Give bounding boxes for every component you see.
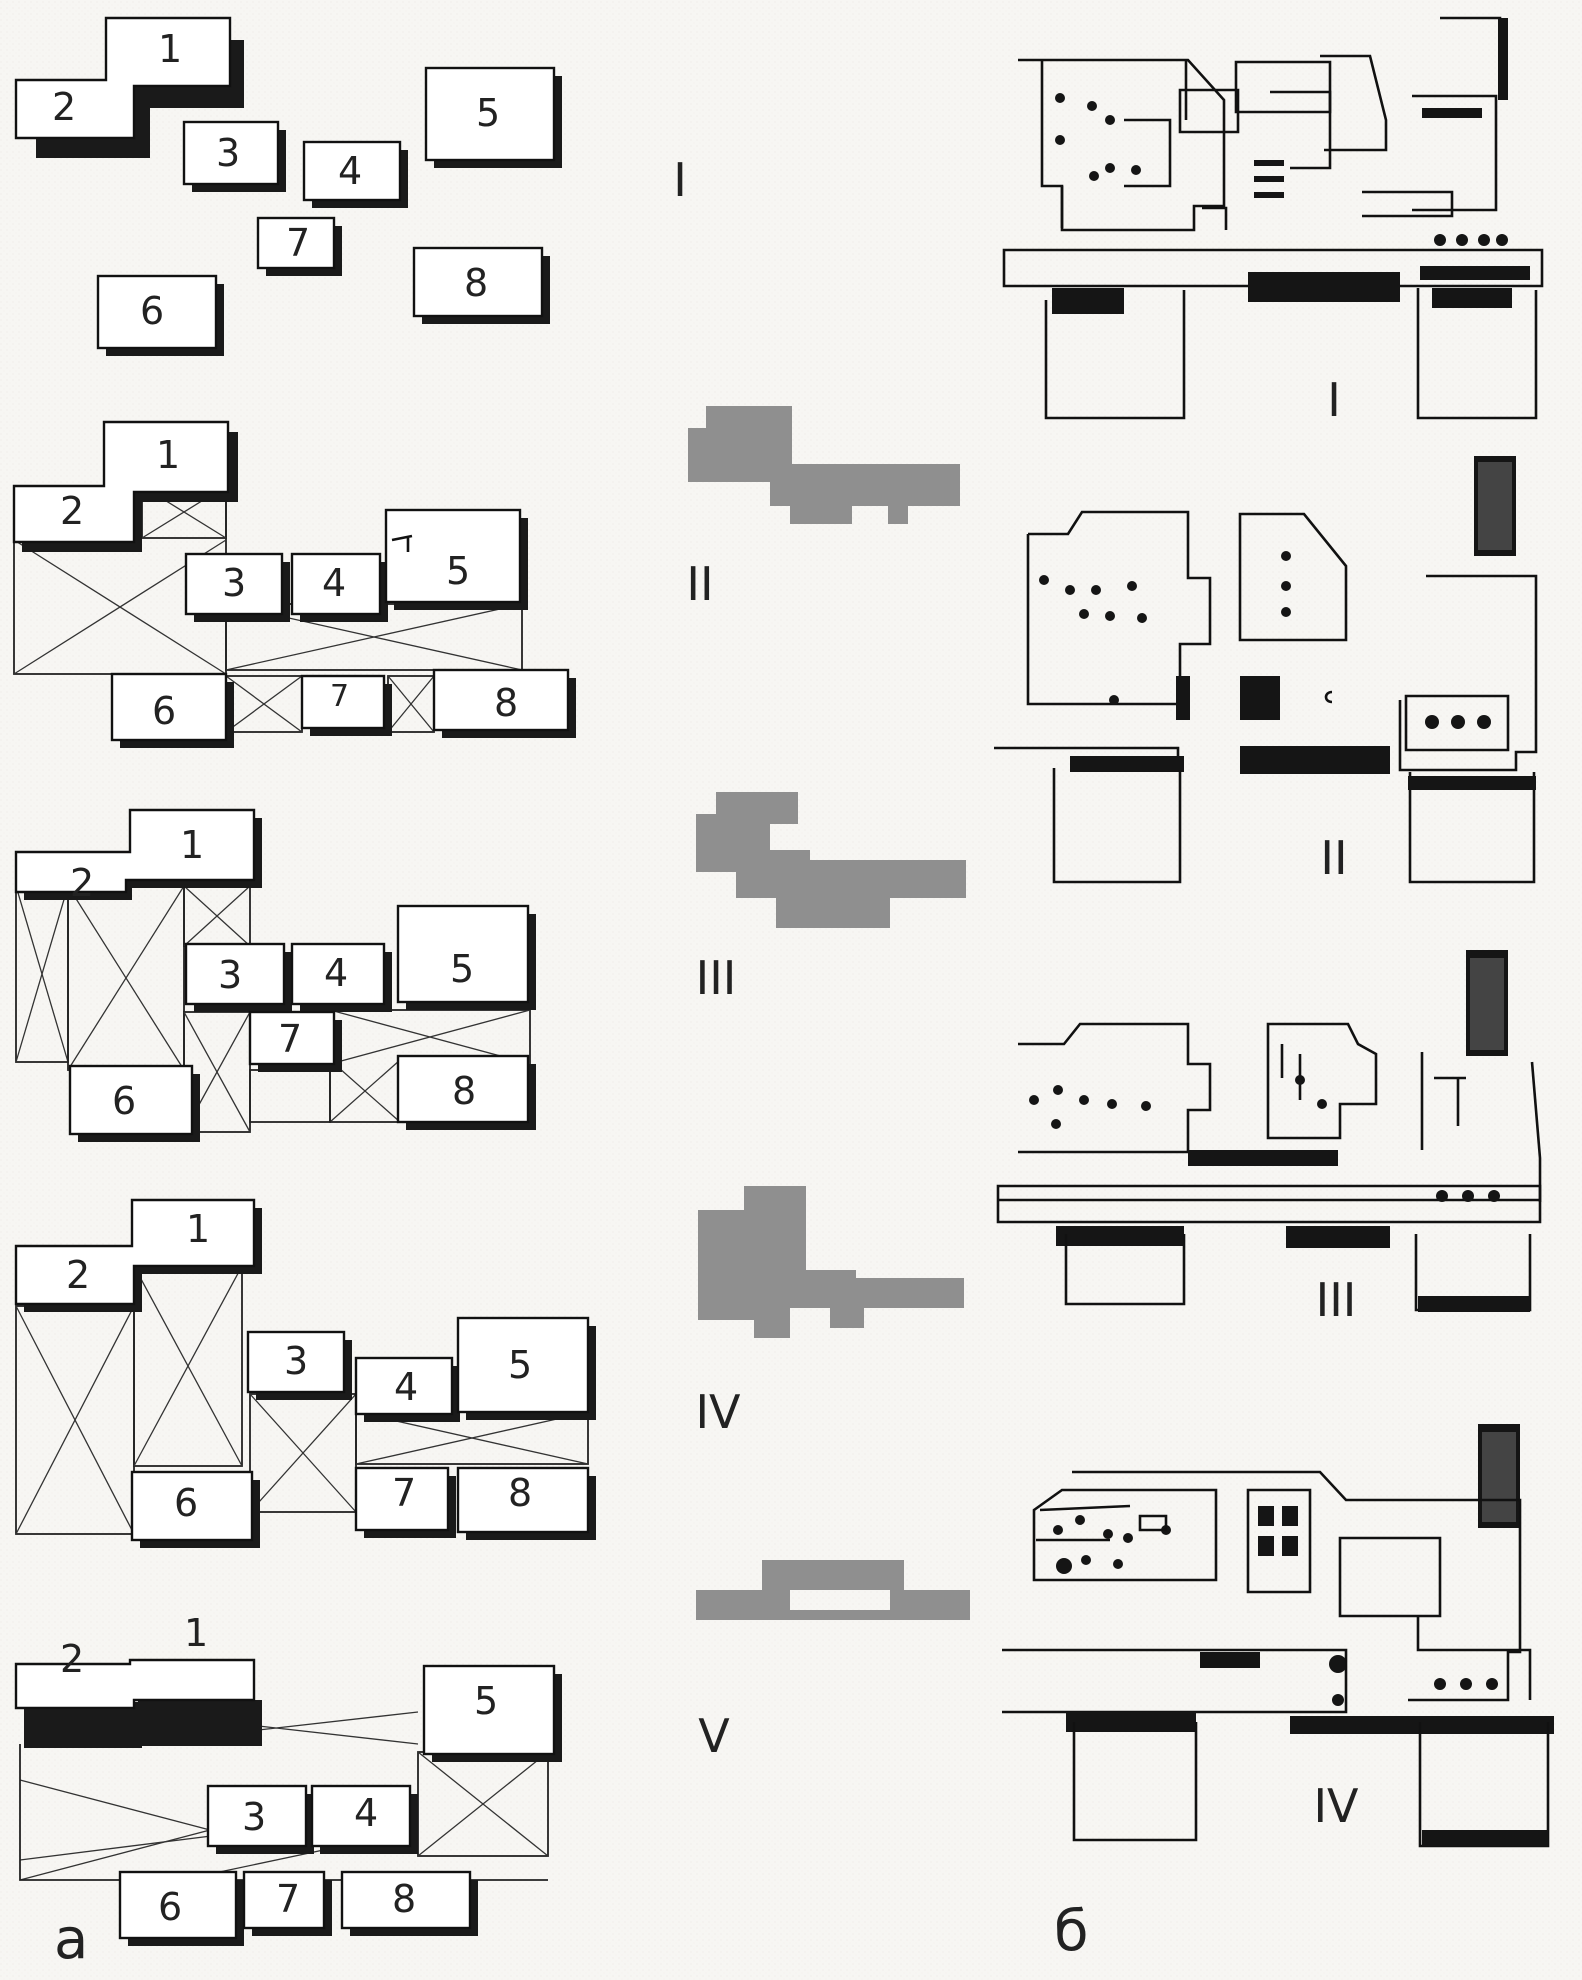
block-label-1: 1 [156, 433, 180, 477]
roman-numeral-4: IV [695, 1385, 741, 1439]
roman-numeral-2: II [686, 557, 713, 611]
block-label-1: 1 [158, 27, 182, 71]
block-label-3: 3 [216, 131, 240, 175]
machine-label-1: I [1327, 373, 1341, 427]
block-label-1: 1 [180, 823, 204, 867]
composition-row-4 [14, 1198, 596, 1548]
block-label-5: 5 [474, 1679, 498, 1723]
block-label-4: 4 [322, 561, 346, 605]
block-label-3: 3 [222, 561, 246, 605]
block-label-7: 7 [276, 1877, 300, 1921]
composition-row-3 [14, 808, 536, 1142]
block-label-4: 4 [394, 1365, 418, 1409]
block-label-6: 6 [112, 1079, 136, 1123]
block-label-8: 8 [494, 681, 518, 725]
block-label-6: 6 [174, 1481, 198, 1525]
block-label-8: 8 [464, 261, 488, 305]
roman-numeral-3: III [696, 951, 737, 1005]
machine-label-2: II [1320, 831, 1347, 885]
block-label-7: 7 [330, 679, 349, 714]
block-label-4: 4 [354, 1791, 378, 1835]
block-label-6: 6 [140, 289, 164, 333]
machine-label-4: IV [1313, 1779, 1359, 1833]
block-label-1: 1 [184, 1611, 208, 1655]
machine-sketch-4 [1002, 1424, 1554, 1848]
composition-row-5 [14, 1658, 562, 1946]
block-label-4: 4 [338, 149, 362, 193]
block-label-7: 7 [286, 221, 310, 265]
block-label-2: 2 [52, 85, 76, 129]
block-label-4: 4 [324, 951, 348, 995]
panel-label-a: а [54, 1907, 88, 1972]
block-label-2: 2 [66, 1253, 90, 1297]
panel-label-b: б [1054, 1899, 1089, 1964]
machine-sketch-3 [996, 950, 1542, 1312]
composition-row-2 [12, 420, 576, 748]
silhouette-4 [698, 1186, 964, 1338]
silhouette-3 [696, 792, 966, 928]
block-label-5: 5 [450, 947, 474, 991]
block-label-8: 8 [392, 1877, 416, 1921]
machine-column-b: I II [994, 16, 1554, 1964]
roman-numeral-1: I [673, 153, 687, 207]
silhouette-column: I II III IV V [673, 153, 970, 1763]
roman-numeral-5: V [698, 1709, 730, 1763]
block-label-2: 2 [60, 1637, 84, 1681]
composition-row-1 [14, 16, 562, 356]
silhouette-2 [688, 406, 960, 524]
block-label-7: 7 [392, 1471, 416, 1515]
block-label-6: 6 [158, 1885, 182, 1929]
block-label-8: 8 [508, 1471, 532, 1515]
block-label-5: 5 [446, 549, 470, 593]
block-label-3: 3 [218, 953, 242, 997]
machine-sketch-1 [1002, 16, 1544, 420]
silhouette-5 [696, 1560, 970, 1620]
block-label-5: 5 [508, 1343, 532, 1387]
block-label-2: 2 [70, 861, 94, 905]
block-label-5: 5 [476, 91, 500, 135]
machine-label-3: III [1316, 1273, 1357, 1327]
composition-column-a: 1 2 5 3 4 7 8 6 1 2 3 4 5 6 7 8 1 2 3 4 … [12, 16, 596, 1972]
block-label-3: 3 [242, 1795, 266, 1839]
block-label-8: 8 [452, 1069, 476, 1113]
machine-sketch-2 [994, 456, 1538, 884]
block-label-3: 3 [284, 1339, 308, 1383]
block-label-1: 1 [186, 1207, 210, 1251]
block-label-7: 7 [278, 1017, 302, 1061]
block-label-6: 6 [152, 689, 176, 733]
block-label-2: 2 [60, 489, 84, 533]
